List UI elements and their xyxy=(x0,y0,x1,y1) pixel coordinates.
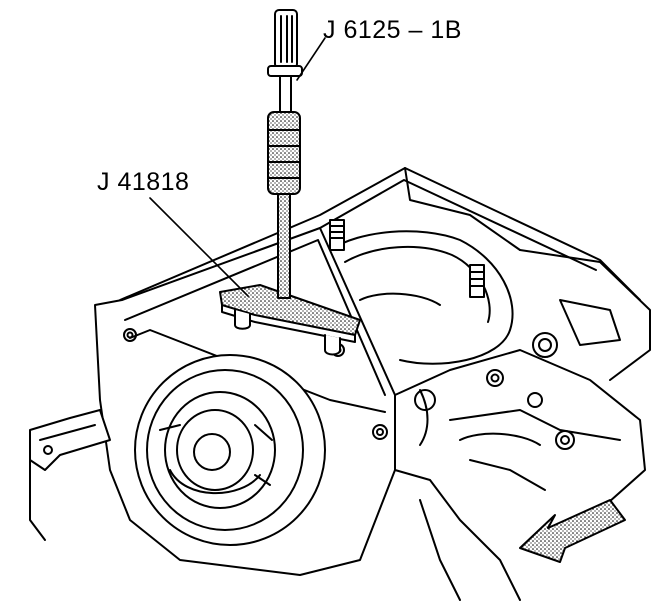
stud-left xyxy=(329,219,345,251)
stud-right xyxy=(469,264,485,298)
leader-fixture xyxy=(149,197,249,297)
front-arrow xyxy=(519,499,626,563)
leader-top xyxy=(296,37,326,81)
fixture-plate xyxy=(219,284,361,356)
label-slide-hammer: J 6125 – 1B xyxy=(323,16,462,44)
slide-hammer xyxy=(267,9,303,299)
block-lower-right xyxy=(394,349,646,511)
label-fixture: J 41818 xyxy=(97,168,190,196)
crank-damper xyxy=(134,354,326,546)
left-bracket xyxy=(29,409,111,471)
block-right-plate xyxy=(519,249,651,381)
crank-journal xyxy=(329,230,514,365)
